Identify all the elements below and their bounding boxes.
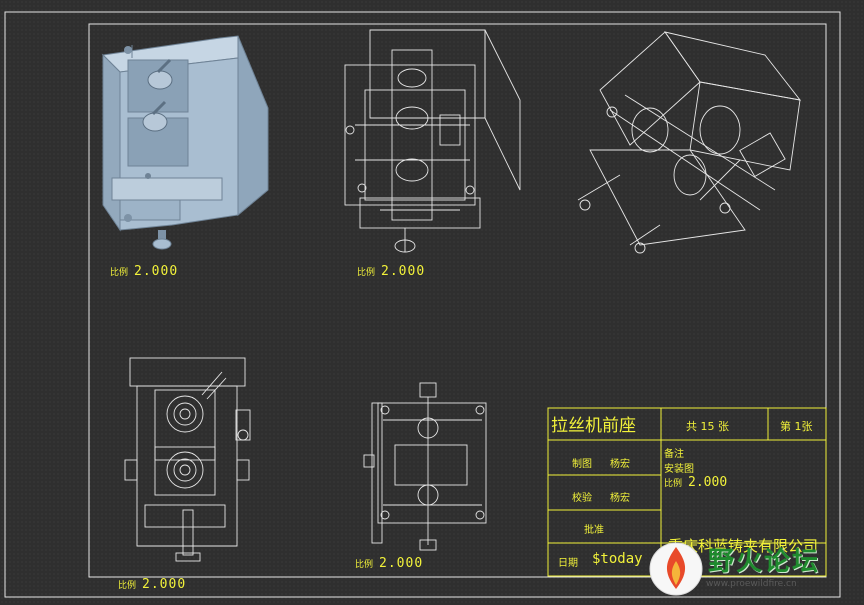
view-1-scale-prefix: 比例 [110, 268, 129, 278]
drawn-label: 制图 [572, 459, 592, 470]
view-1-scale-value: 2.000 [134, 264, 179, 279]
view-4-scale-value: 2.000 [142, 577, 187, 592]
view-2-scale: 比例 2.000 [357, 264, 425, 279]
inner-border [88, 23, 827, 578]
sheet-number: 第 1张 [780, 420, 813, 433]
flame-logo-icon [649, 542, 703, 596]
company-name: 重庆科蓝铸夹有限公司 [668, 537, 819, 555]
checked-label: 校验 [572, 493, 592, 504]
view-1-scale: 比例 2.000 [110, 264, 178, 279]
approved-label: 批准 [584, 525, 604, 536]
view-5-scale-value: 2.000 [379, 556, 424, 571]
watermark-title: 野火论坛 [708, 547, 821, 577]
view-5-scale: 比例 2.000 [355, 556, 423, 571]
isometric-shaded-view [101, 35, 269, 250]
view-5-scale-prefix: 比例 [355, 560, 374, 570]
title-block-scale-value: 2.000 [688, 475, 728, 490]
title-block-scale-prefix: 比例 [664, 479, 683, 489]
watermark-url: www.proewildfire.cn [706, 579, 797, 589]
view-4-scale: 比例 2.000 [118, 577, 186, 592]
isometric-wireframe-view [344, 29, 521, 253]
forum-watermark: 野火论坛 www.proewildfire.cn [646, 537, 858, 599]
date-label: 日期 [558, 558, 578, 569]
drawing-type: 安装图 [664, 464, 694, 475]
view-2-scale-value: 2.000 [381, 264, 426, 279]
checked-by: 杨宏 [610, 493, 630, 504]
isometric-rotated-wireframe-view [577, 31, 802, 254]
top-orthographic-view [363, 382, 487, 551]
date-value: $today [592, 551, 643, 567]
front-orthographic-view [124, 357, 251, 562]
remarks-label: 备注 [664, 449, 684, 460]
view-4-scale-prefix: 比例 [118, 581, 137, 591]
total-sheets: 共 15 张 [686, 420, 729, 433]
view-2-scale-prefix: 比例 [357, 268, 376, 278]
part-name: 拉丝机前座 [551, 416, 636, 436]
outer-border [4, 11, 841, 598]
title-block-scale: 比例 2.000 [664, 475, 727, 490]
drawn-by: 杨宏 [610, 459, 630, 470]
